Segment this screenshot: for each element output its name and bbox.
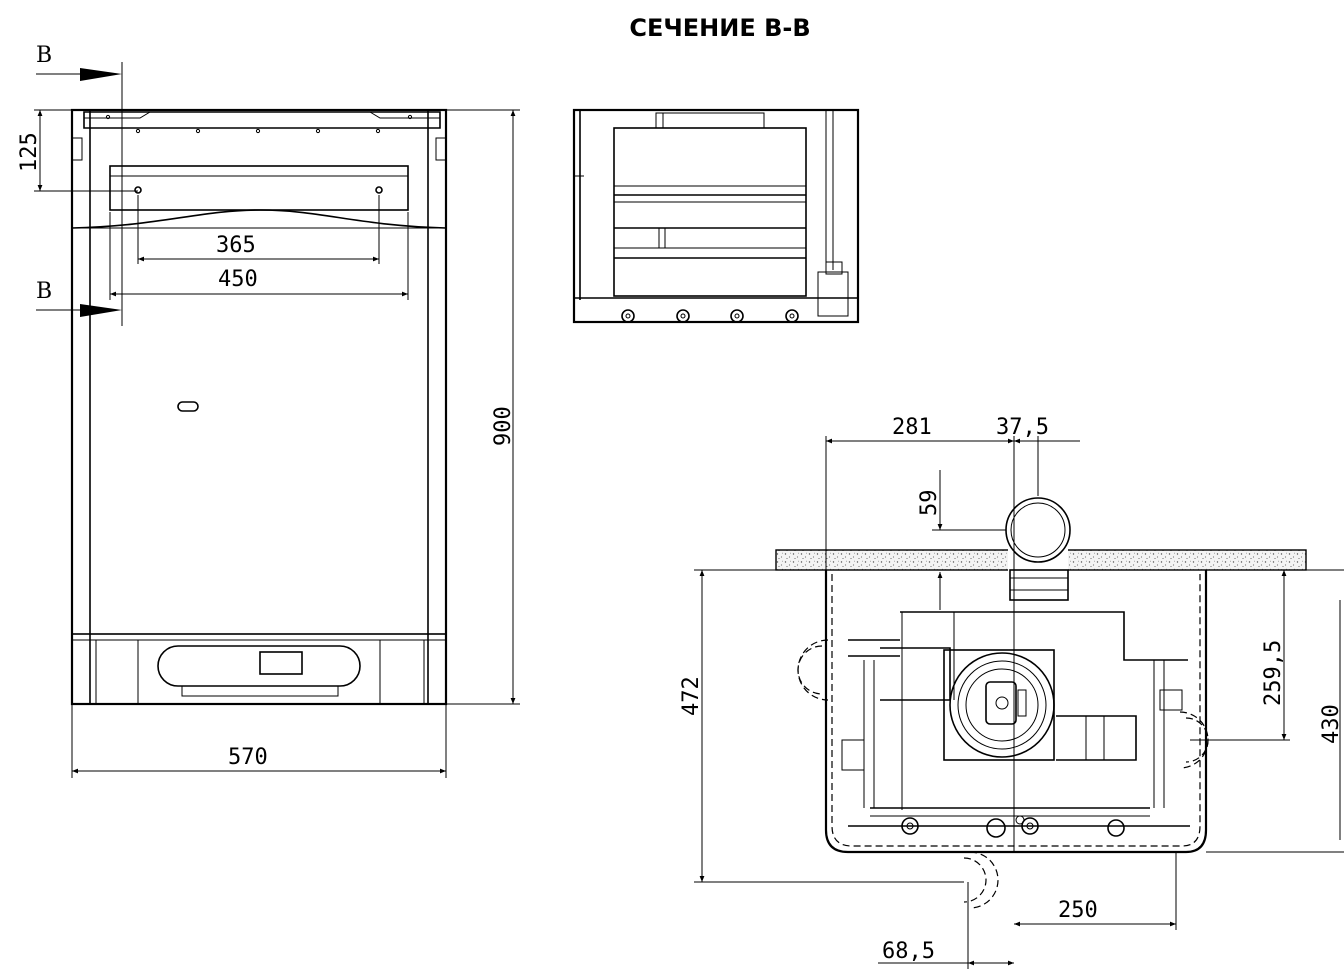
bottom-connections [621,309,799,323]
dim-281: 281 [892,415,932,440]
heat-exchanger [613,127,807,297]
flue-adapter [1009,569,1069,601]
section-casing [572,108,860,324]
left-valve [841,739,865,771]
section-mark-top: В [36,43,52,68]
right-clip [435,137,447,161]
logo-badge [177,401,199,412]
fan-motor [985,681,1017,725]
boiler-plan-outline [824,570,1208,854]
hidden-pipe-bottom [969,851,999,909]
dim-125: 125 [17,132,42,172]
display-base [181,685,339,697]
boiler-casing-outline [70,108,448,706]
left-pipe [848,639,900,657]
dim-472: 472 [679,676,704,716]
dim-68-5: 68,5 [882,939,935,964]
valve-block [817,271,849,317]
dim-259-5: 259,5 [1261,640,1286,706]
display-screen [259,651,303,675]
right-pipe [1056,715,1137,761]
plan-view: 281 37,5 59 472 259,5 430 250 68,5 [679,415,1344,969]
left-clip [71,137,83,161]
top-panel-curve [71,209,447,229]
section-arrow-top [80,68,122,81]
bracket-hole-right [375,186,383,194]
section-mark-bottom: В [36,279,52,304]
hidden-pipe-left [797,639,829,701]
top-block [655,112,765,129]
dim-450: 450 [218,267,258,292]
dim-250: 250 [1058,898,1098,923]
section-title: СЕЧЕНИЕ В-В [629,14,811,42]
rail-screws [105,114,413,134]
fan-outer [949,652,1055,758]
dim-430: 430 [1319,704,1344,744]
control-panel [71,633,447,705]
dim-59: 59 [917,490,942,517]
display-window [157,645,361,687]
dim-900: 900 [491,406,516,446]
section-view [572,108,860,324]
hidden-pipe-right [1179,711,1209,769]
dim-365: 365 [216,233,256,258]
dim-570: 570 [228,745,268,770]
wall-bracket [109,165,409,211]
bracket-hole-left [134,186,142,194]
front-view: В В 125 365 450 900 570 [17,43,520,778]
connection-nuts [901,815,1125,838]
section-arrow-bottom [80,304,122,317]
right-valve [1159,689,1183,711]
mounting-rail [83,111,441,129]
dim-37-5: 37,5 [996,415,1049,440]
